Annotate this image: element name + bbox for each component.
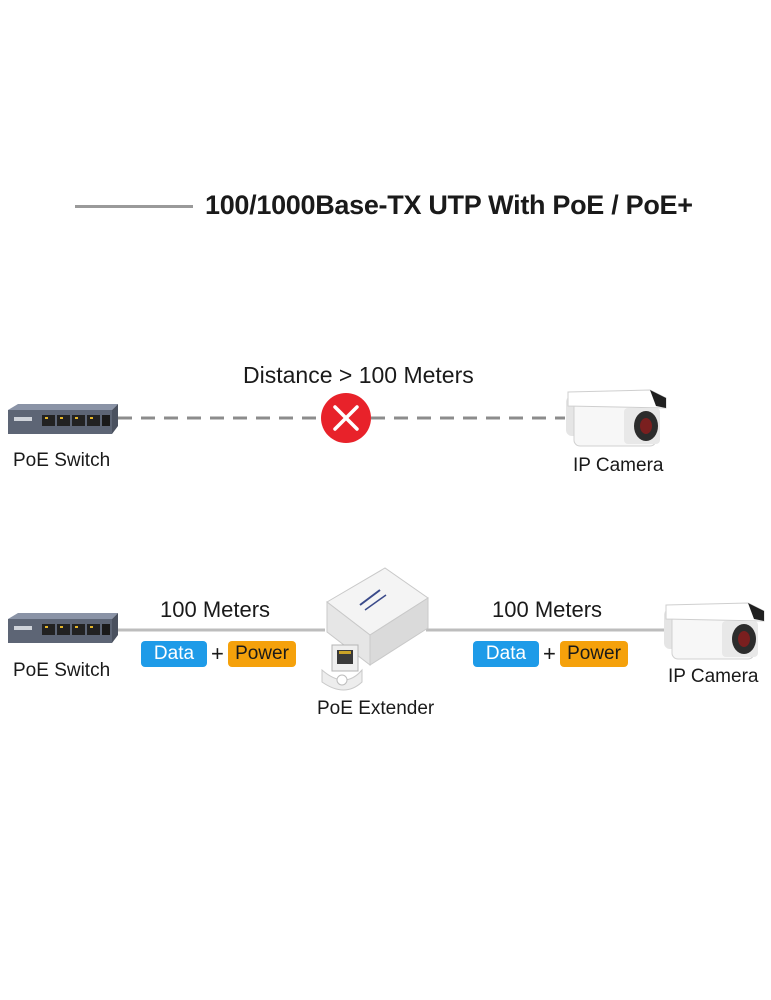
poe-switch-label: PoE Switch — [13, 450, 111, 471]
power-badge-right: Power — [560, 641, 628, 667]
plus-sign-left: + — [211, 641, 224, 666]
power-badge-left: Power — [228, 641, 296, 667]
ip-camera-icon — [566, 389, 667, 447]
plus-sign-right: + — [543, 641, 556, 666]
ip-camera-label-2: IP Camera — [668, 666, 759, 687]
left-distance-label: 100 Meters — [160, 597, 271, 622]
distance-label: Distance > 100 Meters — [243, 362, 474, 388]
poe-switch-label-2: PoE Switch — [13, 660, 111, 681]
right-distance-label: 100 Meters — [492, 597, 603, 622]
data-badge-right: Data — [473, 641, 539, 667]
x-mark-icon — [321, 393, 371, 443]
diagram-title: 100/1000Base-TX UTP With PoE / PoE+ — [205, 190, 693, 220]
ip-camera-label: IP Camera — [573, 455, 664, 476]
data-badge-left: Data — [141, 641, 207, 667]
title-rule — [75, 205, 193, 208]
poe-switch-icon-2 — [8, 613, 118, 643]
ip-camera-icon-2 — [664, 602, 765, 660]
poe-extender-label: PoE Extender — [317, 698, 435, 719]
poe-extender-icon — [321, 567, 429, 691]
poe-switch-icon — [8, 404, 118, 434]
